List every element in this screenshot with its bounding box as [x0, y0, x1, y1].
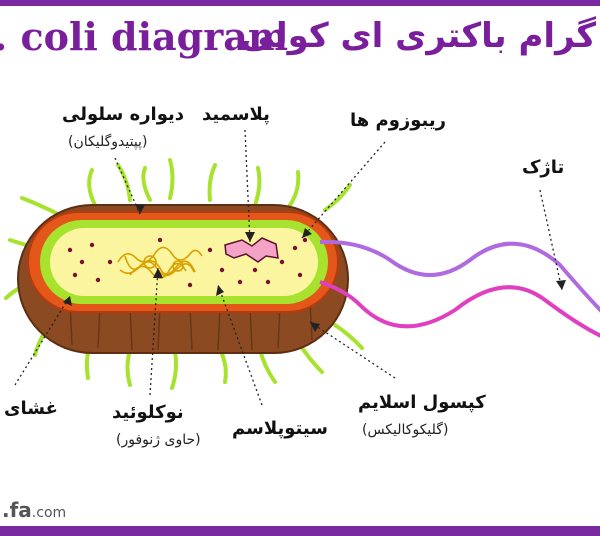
nucleoid	[117, 246, 203, 279]
arrow-tips	[63, 204, 566, 332]
label-membrane: غشای	[4, 398, 58, 419]
title-english: . coli diagram	[0, 14, 289, 59]
label-capsule-sub: (گلیکوکالیکس)	[362, 422, 449, 438]
pilus	[258, 348, 277, 384]
pilus	[116, 163, 132, 202]
flagellum-purple	[319, 239, 600, 313]
pilus	[333, 323, 364, 350]
plasmid	[224, 237, 279, 263]
watermark-suffix: .com	[31, 505, 67, 521]
ribosomes	[67, 237, 308, 288]
bottom-border	[0, 526, 600, 536]
pilus	[218, 348, 228, 384]
label-ribosomes: ریبوزوم ها	[350, 110, 447, 131]
title-persian: گرام باکتری ای کولی	[240, 16, 596, 56]
label-capsule: کپسول اسلایم	[358, 392, 486, 413]
pilus	[298, 343, 324, 374]
leader-ribosomes	[301, 141, 386, 239]
pilus	[288, 170, 301, 207]
pilus	[253, 166, 262, 207]
label-cytoplasm: سیتوپلاسم	[232, 418, 328, 439]
pilus	[168, 158, 175, 200]
pilus	[207, 163, 217, 202]
label-plasmid: پلاسمید	[202, 104, 270, 125]
pilus	[20, 196, 62, 217]
label-flagellum: تاژک	[522, 157, 565, 178]
label-cell-wall-sub: (پپتیدوگلیکان)	[68, 134, 148, 150]
pilus	[87, 168, 97, 207]
watermark-main: .fa	[2, 498, 32, 522]
leader-cytoplasm	[217, 284, 263, 406]
leader-plasmid	[244, 129, 251, 243]
leader-nucleoid	[149, 267, 159, 396]
label-nucleoid: نوکلوئید	[112, 402, 184, 423]
pilus	[170, 350, 178, 390]
leader-flagellum	[539, 189, 563, 291]
watermark: .fa.com	[2, 498, 66, 522]
flagellum-pink	[319, 280, 600, 338]
pilus	[323, 183, 352, 212]
leader-capsule	[309, 321, 396, 379]
label-cell-wall: دیواره سلولی	[62, 104, 185, 125]
top-border	[0, 0, 600, 6]
label-nucleoid-sub: (حاوی ژنوفور)	[116, 432, 201, 448]
pilus	[125, 348, 132, 387]
pilus	[141, 166, 152, 202]
